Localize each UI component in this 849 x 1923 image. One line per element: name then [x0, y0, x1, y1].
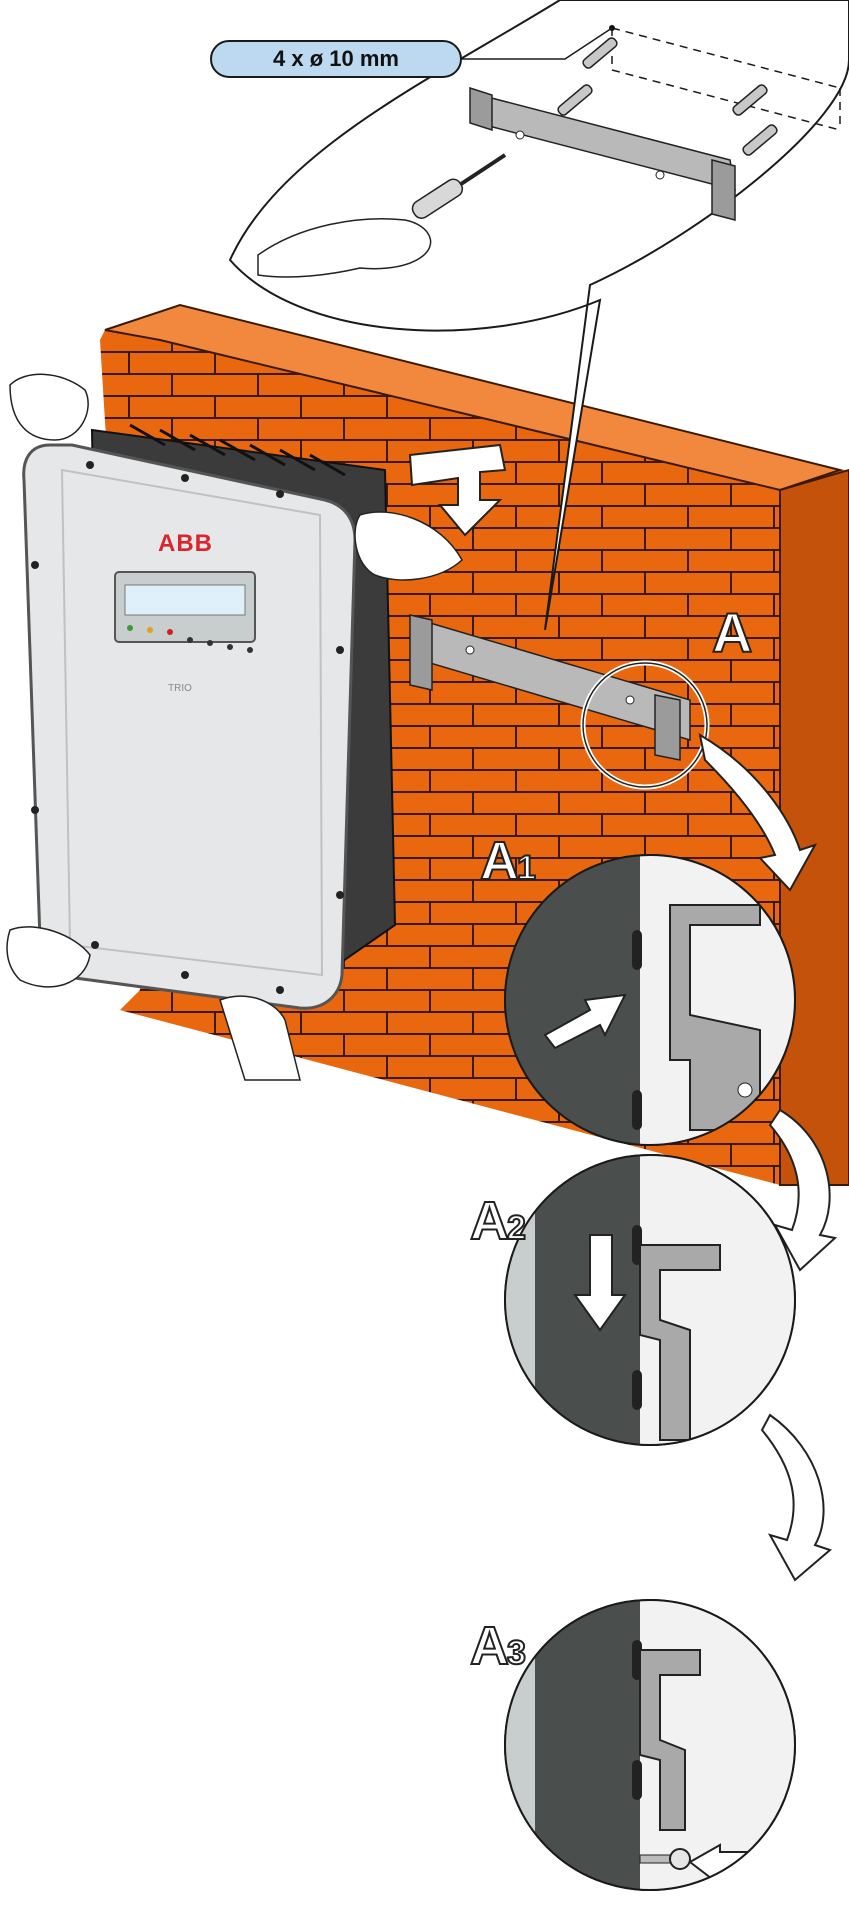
inverter — [24, 425, 395, 1008]
step-label-a3: A3 — [470, 1615, 524, 1677]
model-label: TRIO — [168, 683, 192, 694]
step-label-a1: A1 — [480, 830, 534, 892]
step-letter: A — [480, 831, 517, 891]
step-number: 3 — [507, 1634, 524, 1672]
arrow-down-icon — [762, 1415, 830, 1580]
step-letter: A — [470, 1616, 507, 1676]
step-label-a2: A2 — [470, 1190, 524, 1252]
detail-label: A — [712, 600, 752, 665]
detail-a2 — [500, 1150, 800, 1450]
step-number: 1 — [517, 849, 534, 887]
callout-leader-line — [0, 0, 849, 120]
step-letter: A — [470, 1191, 507, 1251]
step-number: 2 — [507, 1209, 524, 1247]
detail-a3 — [500, 1595, 800, 1895]
brand-logo: ABB — [158, 530, 213, 558]
